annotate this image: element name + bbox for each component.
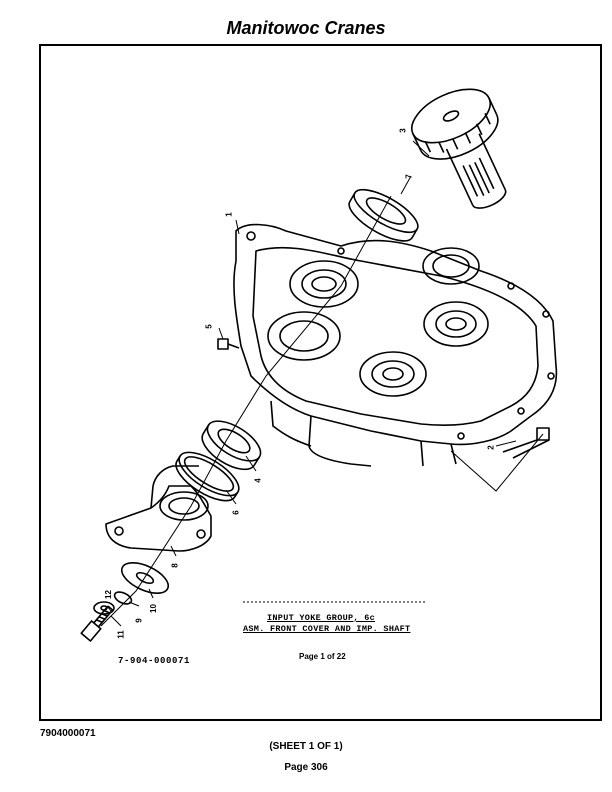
- callout-6: 6: [231, 510, 241, 515]
- callout-4: 4: [253, 478, 263, 483]
- lower-bearing-part: [201, 420, 262, 471]
- input-yoke-part: [105, 465, 212, 552]
- callout-2: 2: [486, 445, 496, 450]
- drawing-frame: 1 2 3 4 5 6 7 8 9 10 11 12 INPUT YOKE GR…: [39, 44, 602, 721]
- callout-8: 8: [170, 563, 180, 568]
- diagram-page-label: Page 1 of 22: [299, 652, 346, 661]
- callout-9: 9: [134, 618, 144, 623]
- front-cover-housing: [233, 223, 558, 467]
- callout-5: 5: [204, 324, 214, 329]
- assembly-centerline: [100, 195, 392, 627]
- diagram-title-line1: INPUT YOKE GROUP, 6c: [267, 613, 376, 623]
- o-ring-part: [113, 591, 133, 605]
- gear-shaft-part: [411, 88, 507, 209]
- screw-part: [217, 338, 240, 350]
- document-title: Manitowoc Cranes: [226, 18, 386, 38]
- callout-12: 12: [103, 590, 113, 599]
- callout-1: 1: [224, 212, 234, 217]
- page-number: Page 306: [284, 762, 328, 773]
- diagram-title-line2: ASM. FRONT COVER AND IMP. SHAFT: [243, 624, 411, 634]
- capscrew-part: [80, 605, 114, 642]
- callout-10: 10: [148, 604, 158, 613]
- callout-7: 7: [404, 174, 414, 179]
- upper-bearing-part: [348, 188, 419, 242]
- callout-3: 3: [398, 128, 408, 133]
- sheet-label: (SHEET 1 OF 1): [269, 741, 343, 752]
- document-id: 7904000071: [40, 728, 96, 739]
- callout-11: 11: [116, 630, 126, 639]
- exploded-parts-diagram: [80, 88, 558, 642]
- drawing-number: 7-904-000071: [118, 656, 191, 666]
